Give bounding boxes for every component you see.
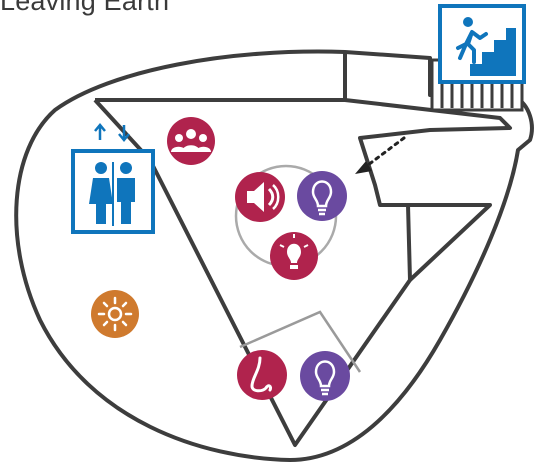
direction-arrow	[355, 136, 406, 174]
sound-icon[interactable]	[235, 172, 285, 222]
sun-icon[interactable]	[91, 290, 139, 338]
elevator-restroom-icon[interactable]	[71, 123, 155, 234]
right-wall	[380, 203, 492, 282]
stairs-exit-icon[interactable]	[438, 4, 526, 84]
group-icon[interactable]	[167, 117, 215, 165]
floor-outline	[14, 49, 534, 462]
lightbulb-icon[interactable]	[297, 171, 347, 221]
light-touch-icon[interactable]	[270, 232, 318, 280]
lower-partition	[239, 310, 362, 373]
smell-icon[interactable]	[237, 350, 287, 400]
lightbulb-icon-lower[interactable]	[300, 351, 350, 401]
page-title: Leaving Earth	[0, 0, 170, 16]
